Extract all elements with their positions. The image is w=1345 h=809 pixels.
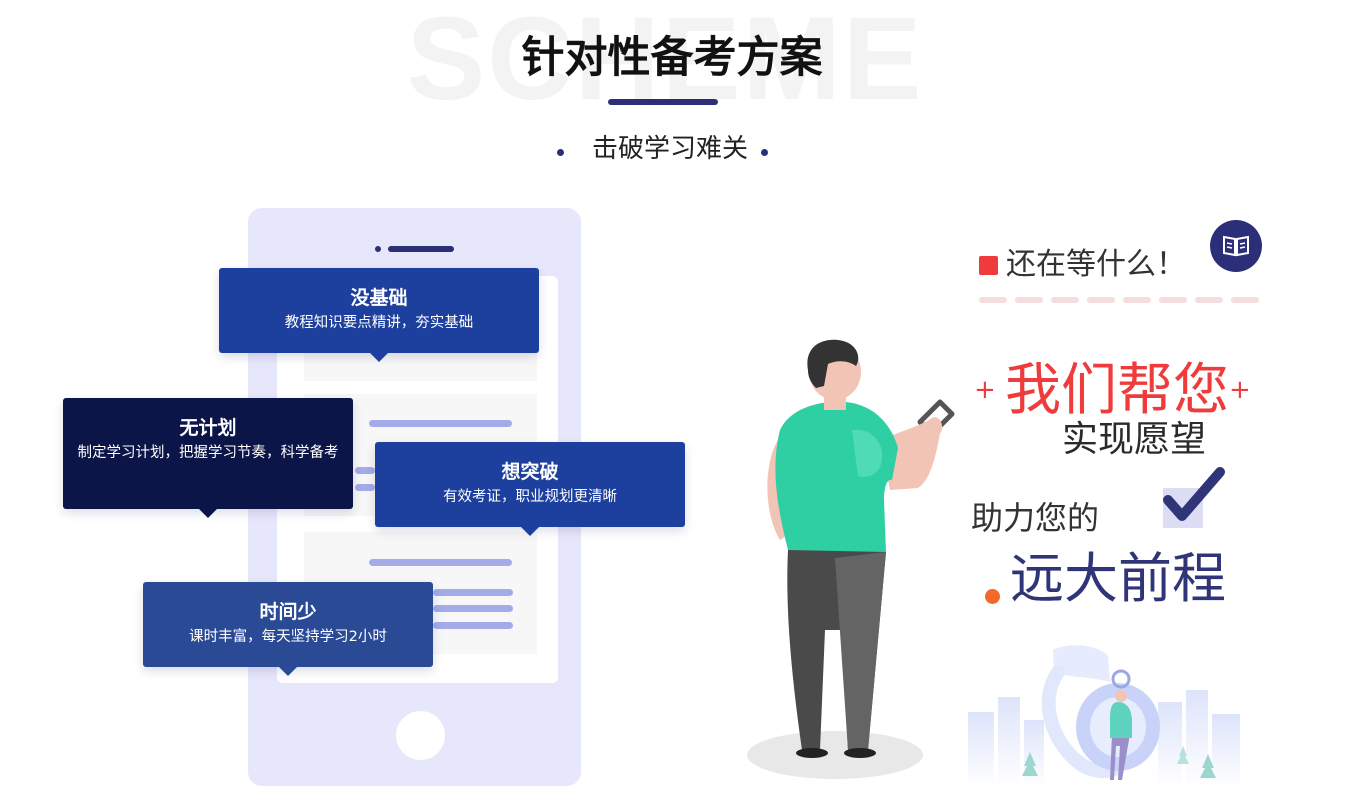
screen-line — [369, 559, 512, 566]
box-no-foundation: 没基础 教程知识要点精讲，夯实基础 — [219, 268, 539, 362]
dash-divider — [1087, 297, 1115, 303]
screen-line — [433, 605, 513, 612]
person-shoe — [844, 748, 876, 758]
section-title: 针对性备考方案 — [521, 33, 823, 83]
dash-divider — [1051, 297, 1079, 303]
box-title: 时间少 — [259, 601, 317, 623]
screen-line — [369, 420, 512, 427]
subtitle-dot-left — [557, 149, 564, 156]
check-icon — [1163, 467, 1225, 528]
book-icon — [1210, 220, 1262, 272]
person-arm — [880, 417, 943, 490]
box-desc: 有效考证，职业规划更清晰 — [443, 489, 617, 505]
screen-line — [433, 589, 513, 596]
orange-dot-marker — [985, 589, 1000, 604]
phone-camera — [375, 246, 381, 252]
bright-future-text: 远大前程 — [1010, 547, 1226, 610]
dash-divider — [1015, 297, 1043, 303]
person-hair — [807, 339, 859, 388]
box-little-time: 时间少 课时丰富，每天坚持学习2小时 — [143, 582, 433, 676]
box-desc: 制定学习计划，把握学习节奏，科学备考 — [77, 445, 339, 461]
box-title: 没基础 — [350, 287, 408, 309]
person-shirt — [775, 401, 898, 559]
help-your-text: 助力您的 — [971, 499, 1100, 537]
phone-speaker — [388, 246, 454, 252]
person-shoe — [796, 748, 828, 758]
box-tail — [370, 353, 388, 362]
person-illustration — [747, 339, 955, 779]
box-desc: 课时丰富，每天坚持学习2小时 — [189, 629, 387, 645]
section-subtitle: 击破学习难关 — [591, 134, 748, 164]
plus-right: + — [1229, 375, 1251, 405]
title-underline — [608, 99, 718, 105]
box-breakthrough: 想突破 有效考证，职业规划更清晰 — [375, 442, 685, 536]
dash-divider — [1231, 297, 1259, 303]
city-illustration — [968, 645, 1240, 787]
waiting-text: 还在等什么！ — [1006, 247, 1186, 282]
scheme-watermark: SCHEME — [406, 0, 924, 125]
realize-wish-text: 实现愿望 — [1062, 419, 1207, 460]
box-tail — [521, 527, 539, 536]
subtitle-dot-right — [761, 149, 768, 156]
screen-line — [433, 622, 513, 629]
dash-divider — [1195, 297, 1223, 303]
box-title: 想突破 — [501, 461, 559, 483]
plus-left: + — [974, 375, 996, 405]
person-shadow — [747, 731, 923, 779]
screen-line — [355, 467, 375, 474]
screen-line — [355, 484, 375, 491]
red-square-marker — [979, 256, 998, 275]
box-no-plan: 无计划 制定学习计划，把握学习节奏，科学备考 — [63, 398, 353, 518]
box-title: 无计划 — [179, 417, 237, 439]
dash-divider — [979, 297, 1007, 303]
box-tail — [279, 667, 297, 676]
dash-divider — [1123, 297, 1151, 303]
phone-home-button — [396, 711, 445, 760]
dash-divider — [1159, 297, 1187, 303]
we-help-text: 我们帮您 — [1005, 358, 1229, 423]
box-tail — [199, 509, 217, 518]
box-desc: 教程知识要点精讲，夯实基础 — [284, 315, 474, 331]
